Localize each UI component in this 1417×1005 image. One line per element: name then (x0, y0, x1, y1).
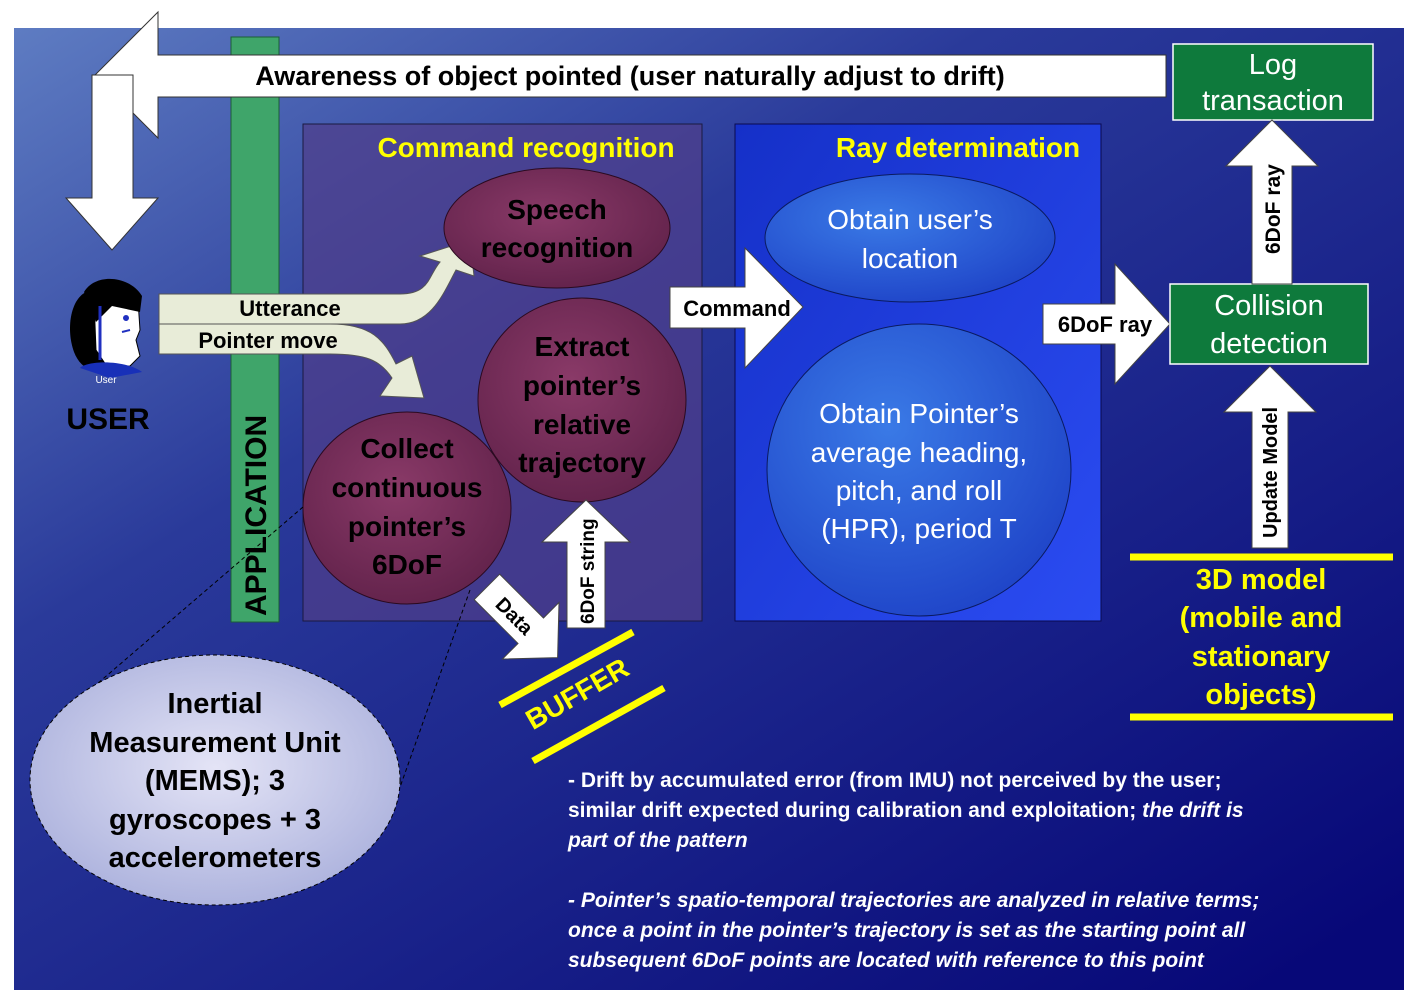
data-arrow: Data (473, 573, 560, 660)
down-arrow-to-user (64, 74, 160, 251)
speech-line2: recognition (481, 232, 633, 263)
model-line1: 3D model (1196, 564, 1327, 596)
note2-line3: subsequent 6DoF points are located with … (568, 949, 1205, 972)
extract-line3: relative (533, 409, 631, 440)
pointer-move-label: Pointer move (198, 328, 337, 353)
utterance-label: Utterance (239, 296, 340, 321)
hpr-line1: Obtain Pointer’s (819, 398, 1019, 429)
collect-6dof-circle (302, 411, 512, 605)
imu-line5: accelerometers (109, 842, 322, 874)
hpr-line2: average heading, (811, 437, 1027, 468)
imu-connector-right (398, 589, 471, 791)
obtain-hpr-ellipse (766, 323, 1072, 617)
hpr-line4: (HPR), period T (821, 513, 1017, 544)
imu-line3: (MEMS); 3 (145, 765, 285, 797)
note1-line1: - Drift by accumulated error (from IMU) … (568, 769, 1221, 792)
utterance-arrow (158, 239, 475, 325)
log-label-line1: Log (1249, 49, 1297, 81)
speech-line1: Speech (507, 194, 607, 225)
user-icon (70, 278, 142, 378)
collect-line3: pointer’s (348, 511, 466, 542)
command-recognition-title: Command recognition (377, 132, 674, 163)
collect-line2: continuous (332, 472, 483, 503)
imu-line2: Measurement Unit (89, 727, 341, 759)
buffer-bottom-line (531, 684, 666, 765)
buffer-top-line (498, 628, 635, 709)
obtain-location-ellipse (764, 173, 1056, 303)
note1-line2: similar drift expected during calibratio… (568, 799, 1244, 822)
model-line3: stationary (1192, 641, 1331, 673)
6dof-ray-arrow (1042, 262, 1171, 386)
log-label-line2: transaction (1202, 85, 1344, 117)
command-arrow (669, 246, 804, 370)
application-label: APPLICATION (240, 415, 273, 616)
location-line2: location (862, 243, 959, 274)
note2-line1: - Pointer’s spatio-temporal trajectories… (568, 889, 1259, 912)
model-line2: (mobile and (1180, 602, 1343, 634)
imu-connector-left (89, 506, 304, 691)
user-label: USER (66, 403, 150, 436)
pointer-move-arrow (158, 323, 425, 399)
6dof-ray-label: 6DoF ray (1058, 312, 1153, 337)
collect-line1: Collect (360, 433, 453, 464)
extract-line2: pointer’s (523, 370, 641, 401)
6dof-string-label: 6DoF string (578, 518, 599, 624)
note2-line2: once a point in the pointer’s trajectory… (568, 919, 1246, 942)
note1-line2-italic: the drift is (1142, 799, 1244, 822)
update-model-arrow (1222, 365, 1318, 549)
imu-line4: gyroscopes + 3 (109, 804, 321, 836)
imu-line1: Inertial (167, 688, 262, 720)
collision-line1: Collision (1214, 290, 1324, 322)
log-transaction-box (1172, 43, 1374, 121)
speech-recognition-ellipse (443, 167, 671, 289)
6dof-string-arrow (540, 499, 632, 629)
extract-line4: trajectory (518, 447, 646, 478)
note1-line3: part of the pattern (567, 829, 748, 852)
note1-line2-normal: similar drift expected during calibratio… (568, 799, 1142, 822)
extract-trajectory-circle (477, 297, 687, 503)
6dof-ray-vertical-label: 6DoF ray (1262, 164, 1285, 254)
user-caption: User (95, 375, 117, 386)
awareness-label: Awareness of object pointed (user natura… (255, 61, 1005, 91)
imu-ellipse (29, 654, 401, 906)
collision-detection-box (1169, 283, 1369, 365)
hpr-line3: pitch, and roll (836, 475, 1003, 506)
collect-line4: 6DoF (372, 549, 442, 580)
6dof-ray-up-arrow (1224, 119, 1320, 285)
location-line1: Obtain user’s (827, 204, 993, 235)
extract-line1: Extract (535, 331, 630, 362)
update-model-label: Update Model (1260, 407, 1282, 538)
command-label: Command (683, 296, 791, 321)
ray-determination-title: Ray determination (836, 132, 1080, 163)
collision-line2: detection (1210, 328, 1328, 360)
model-line4: objects) (1205, 679, 1316, 711)
